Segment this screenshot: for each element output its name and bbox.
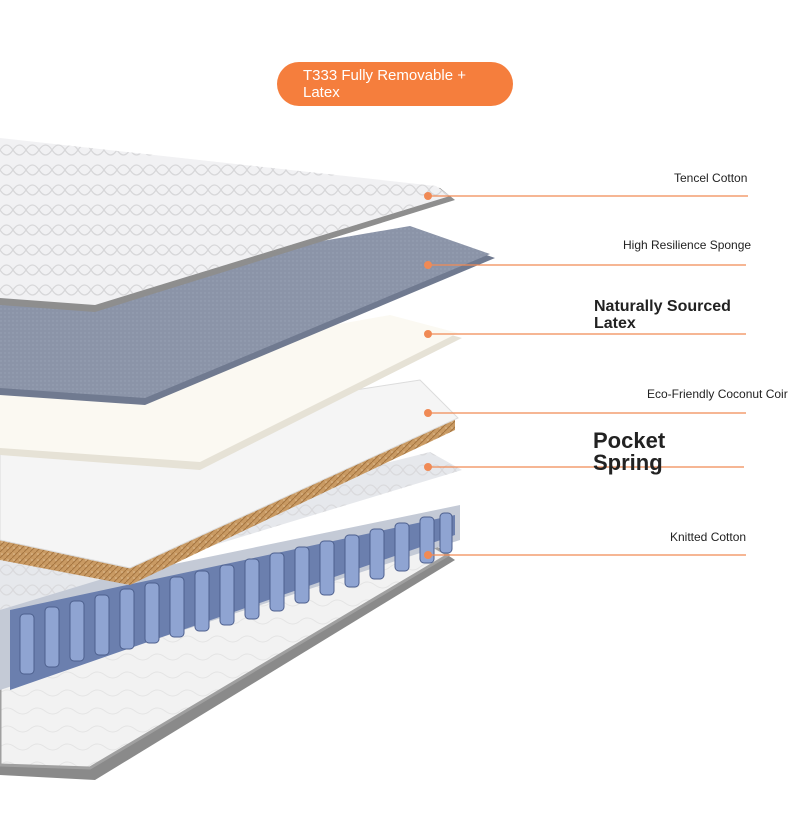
high-resilience-sponge-layer bbox=[0, 226, 495, 405]
leader-lines bbox=[424, 192, 748, 559]
tencel-cotton-layer bbox=[0, 138, 455, 312]
label-high-resilience-sponge: High Resilience Sponge bbox=[623, 238, 752, 252]
label-coconut-coir: Eco-Friendly Coconut Coir bbox=[647, 387, 788, 401]
label-pocket-spring: Pocket Spring bbox=[593, 428, 666, 475]
knitted-cotton-layer bbox=[0, 536, 455, 780]
label-naturally-sourced-latex: Naturally Sourced Latex bbox=[594, 298, 731, 332]
label-knitted-cotton: Knitted Cotton bbox=[670, 530, 747, 544]
latex-layer bbox=[0, 315, 462, 470]
product-badge: T333 Fully Removable + Latex bbox=[277, 62, 513, 106]
label-tencel-cotton: Tencel Cotton bbox=[674, 171, 748, 185]
